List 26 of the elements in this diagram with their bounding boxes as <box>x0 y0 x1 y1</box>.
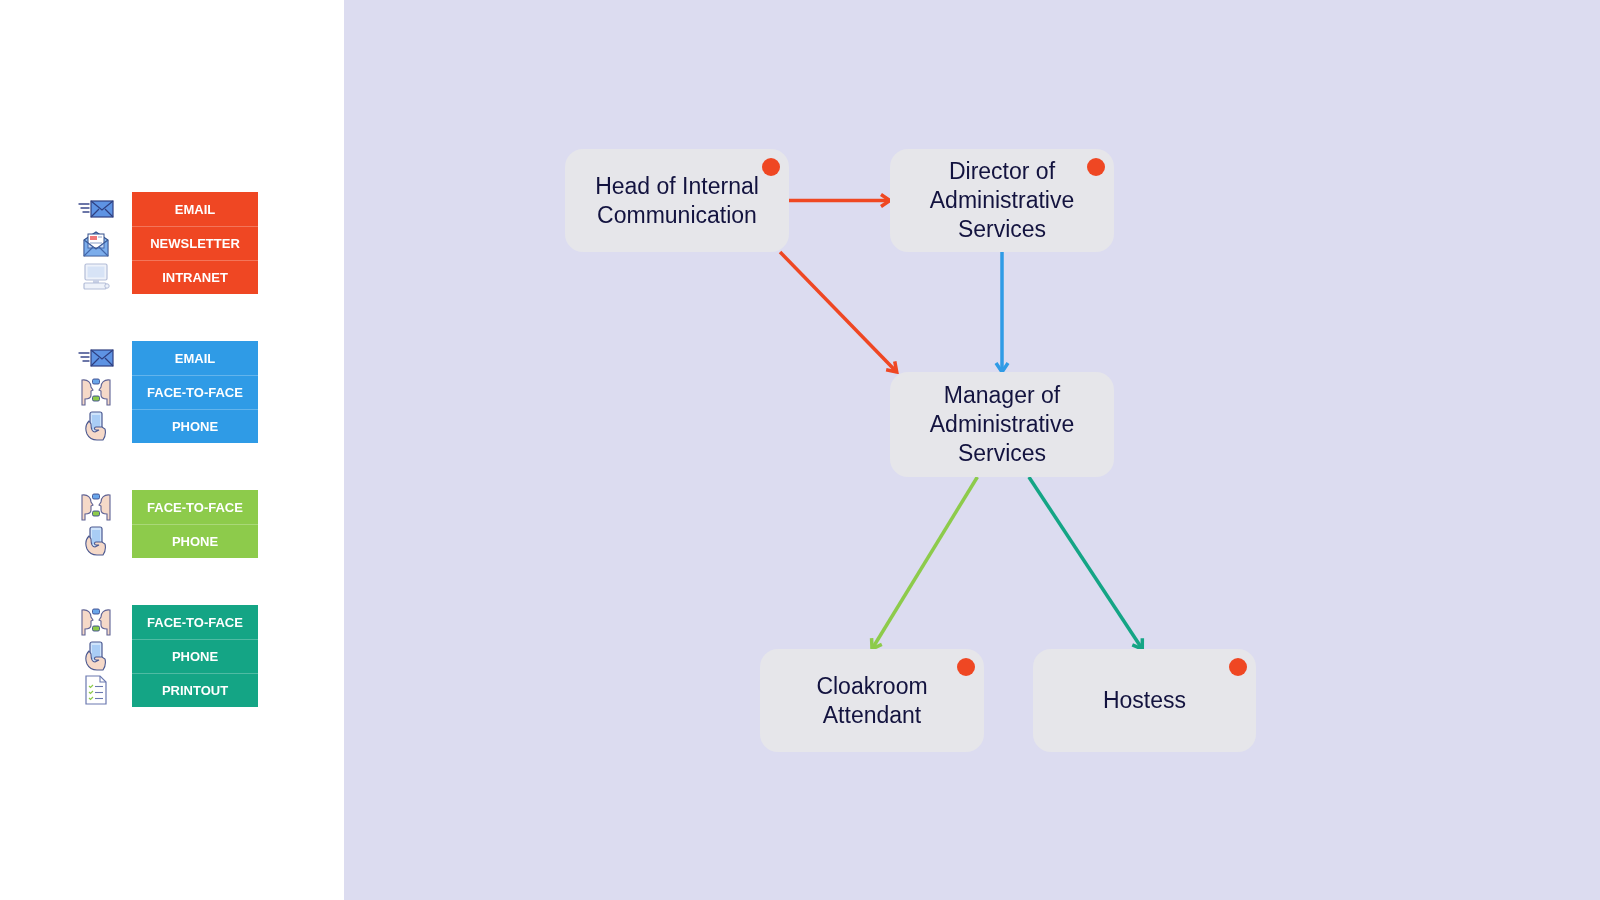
legend-entry: PHONE <box>132 639 258 673</box>
role-box <box>890 149 1114 252</box>
role-box <box>890 372 1114 477</box>
arrow <box>869 476 979 651</box>
legend-entry: EMAIL <box>132 341 258 375</box>
legend-entry: NEWSLETTER <box>132 226 258 260</box>
legend-entry: FACE-TO-FACE <box>132 605 258 639</box>
role-title: Manager of Administrative Services <box>928 381 1076 468</box>
role-box <box>565 149 789 252</box>
role-box <box>1033 649 1256 752</box>
legend-entry: INTRANET <box>132 260 258 294</box>
legend-entry: FACE-TO-FACE <box>132 375 258 409</box>
role-title: Cloakroom Attendant <box>815 671 929 730</box>
role-title: Head of Internal Communication <box>594 171 760 230</box>
legend-entry: EMAIL <box>132 192 258 226</box>
legend-entry: PHONE <box>132 524 258 558</box>
arrow <box>778 250 899 374</box>
arrow <box>789 192 892 209</box>
arrow <box>994 252 1010 374</box>
role-box <box>760 649 984 752</box>
role-title: Director of Administrative Services <box>928 157 1076 244</box>
role-title: Hostess <box>1102 686 1187 715</box>
legend-entry: FACE-TO-FACE <box>132 490 258 524</box>
legend-entry: PHONE <box>132 409 258 443</box>
legend-entry: PRINTOUT <box>132 673 258 707</box>
arrow <box>1027 476 1145 651</box>
